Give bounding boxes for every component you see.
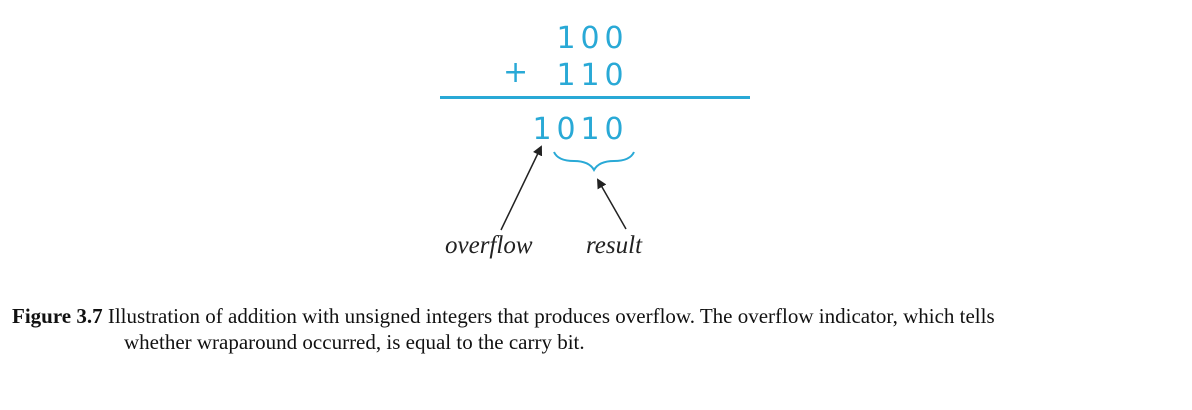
operand-b-digit: 1 <box>556 58 576 93</box>
operand-a-digit: 0 <box>580 21 600 56</box>
plus-operator: + <box>503 55 529 90</box>
operand-a-digit: 1 <box>556 21 576 56</box>
operand-b-digit: 1 <box>580 58 600 93</box>
sum-digit-overflow-bit: 1 <box>532 112 552 147</box>
caption-line-1: Figure 3.7 Illustration of addition with… <box>12 303 1182 329</box>
result-label: result <box>586 232 643 259</box>
annotation-graphics <box>500 145 635 231</box>
caption-line-2: whether wraparound occurred, is equal to… <box>124 330 585 354</box>
sum-digit: 0 <box>604 112 624 147</box>
sum-rule-line <box>440 96 750 99</box>
addition-figure: 1 0 0 + 1 1 0 1 0 1 0 overflow result <box>440 21 750 259</box>
overflow-label: overflow <box>445 232 533 259</box>
result-brace <box>553 151 635 173</box>
caption-figure-number: Figure 3.7 <box>12 304 103 328</box>
overflow-arrow <box>500 145 543 231</box>
result-arrow <box>597 178 627 230</box>
operand-a-digit: 0 <box>604 21 624 56</box>
figure-caption: Figure 3.7 Illustration of addition with… <box>12 303 1182 355</box>
caption-text-1: Illustration of addition with unsigned i… <box>102 304 995 328</box>
operand-b-digit: 0 <box>604 58 624 93</box>
sum-digit: 0 <box>556 112 576 147</box>
sum-digit: 1 <box>580 112 600 147</box>
